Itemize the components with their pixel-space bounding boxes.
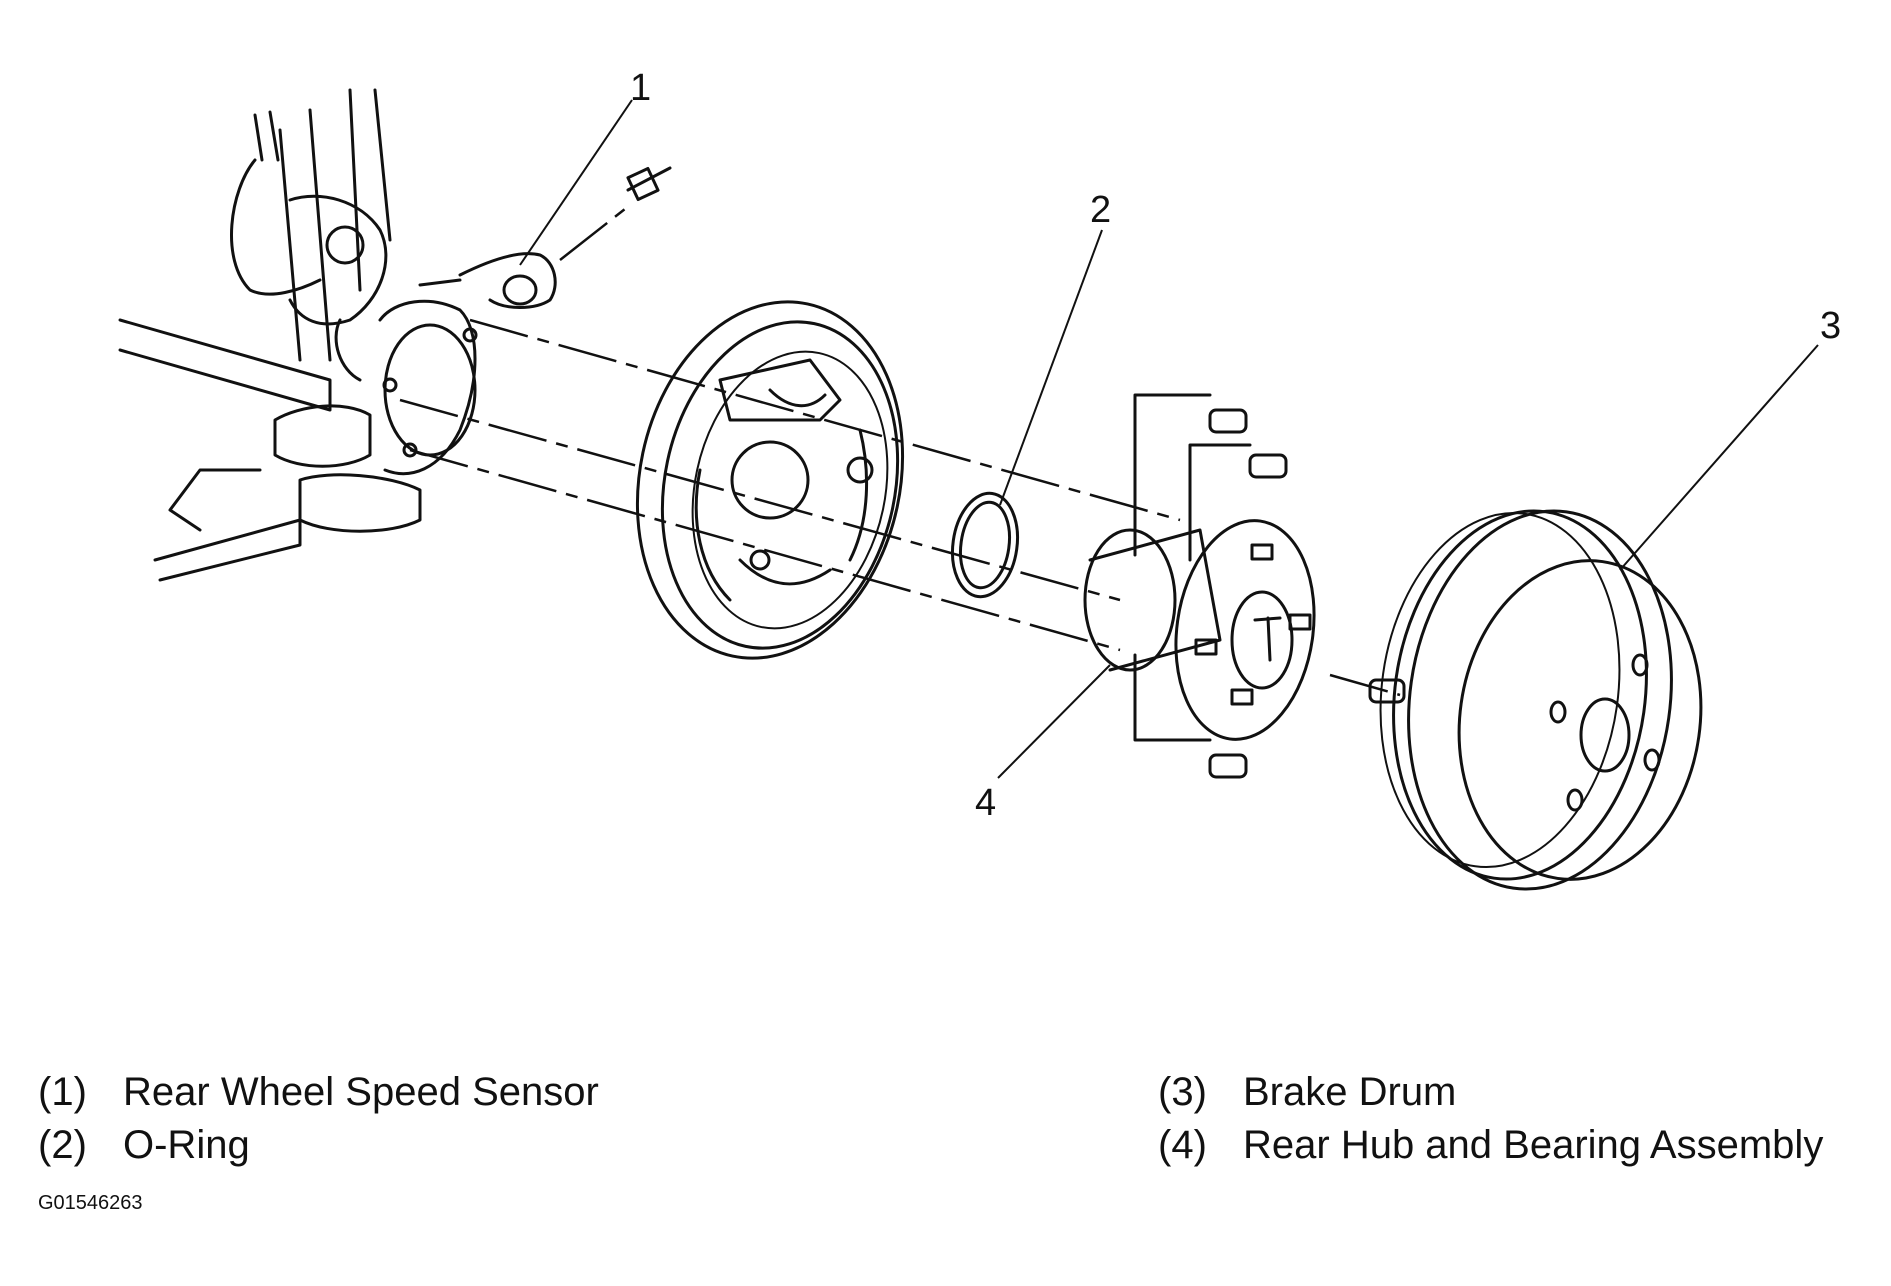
o-ring-drawing: [950, 491, 1020, 599]
legend-number: (2): [38, 1123, 87, 1167]
callout-1: 1: [630, 67, 651, 109]
hub-bearing-assembly-drawing: [1083, 393, 1406, 779]
brake-drum-drawing: [1379, 509, 1703, 891]
legend-number: (3): [1158, 1070, 1207, 1114]
legend-label: Rear Wheel Speed Sensor: [123, 1070, 599, 1114]
legend-label: O-Ring: [123, 1123, 250, 1167]
legend-item-4: (4) Rear Hub and Bearing Assembly: [1158, 1123, 1823, 1168]
callout-2: 2: [1090, 189, 1111, 231]
legend-item-2: (2) O-Ring: [38, 1123, 250, 1168]
legend-label: Brake Drum: [1243, 1070, 1457, 1114]
legend-label: Rear Hub and Bearing Assembly: [1243, 1123, 1824, 1167]
legend-number: (1): [38, 1070, 87, 1114]
callout-3: 3: [1820, 305, 1841, 347]
legend-item-3: (3) Brake Drum: [1158, 1070, 1456, 1115]
legend-number: (4): [1158, 1123, 1207, 1167]
exploded-view-diagram: 1 2 3 4: [118, 67, 1841, 891]
rear-axle-suspension-drawing: [118, 88, 478, 582]
figure-id: G01546263: [38, 1192, 143, 1214]
brake-backing-plate-drawing: [635, 300, 905, 660]
callout-4: 4: [975, 782, 996, 824]
assembly-axis-lines: [399, 318, 1401, 697]
callout-leader-lines: [519, 99, 1819, 779]
legend-item-1: (1) Rear Wheel Speed Sensor: [38, 1070, 599, 1115]
wheel-speed-sensor-drawing: [418, 166, 672, 309]
